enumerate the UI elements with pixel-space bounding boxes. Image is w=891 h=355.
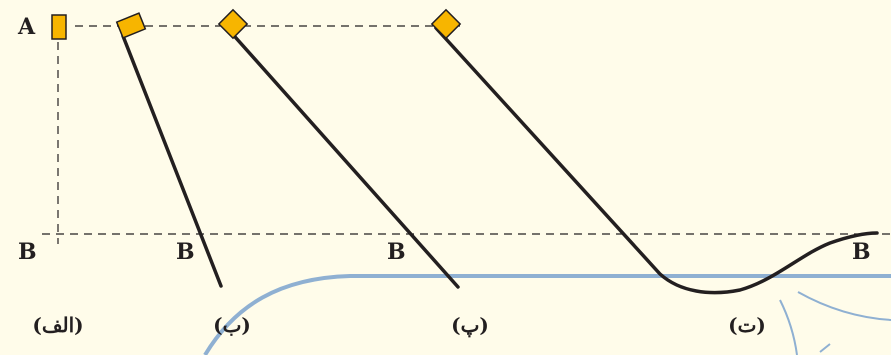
water-inner-curve-lower — [779, 299, 798, 355]
label-b-pe: B — [387, 239, 406, 265]
rod-pe — [226, 27, 460, 289]
caption-alef: (الف) — [32, 313, 83, 337]
caption-be: (ب) — [213, 313, 251, 337]
caption-te: (ت) — [728, 313, 766, 337]
water-inner-mark — [819, 343, 831, 353]
label-a: A — [17, 14, 36, 40]
block-alef — [51, 14, 67, 40]
label-b-alef: B — [18, 239, 37, 265]
block-pe — [217, 8, 249, 40]
rod-be — [121, 34, 223, 288]
block-te — [430, 8, 462, 40]
water-surface-outline — [203, 274, 891, 355]
label-b-te: B — [852, 239, 871, 265]
rod-te — [434, 26, 879, 295]
caption-pe: (پ) — [451, 313, 489, 337]
block-be — [115, 12, 147, 39]
water-inner-curve — [797, 291, 891, 321]
label-b-be: B — [176, 239, 195, 265]
